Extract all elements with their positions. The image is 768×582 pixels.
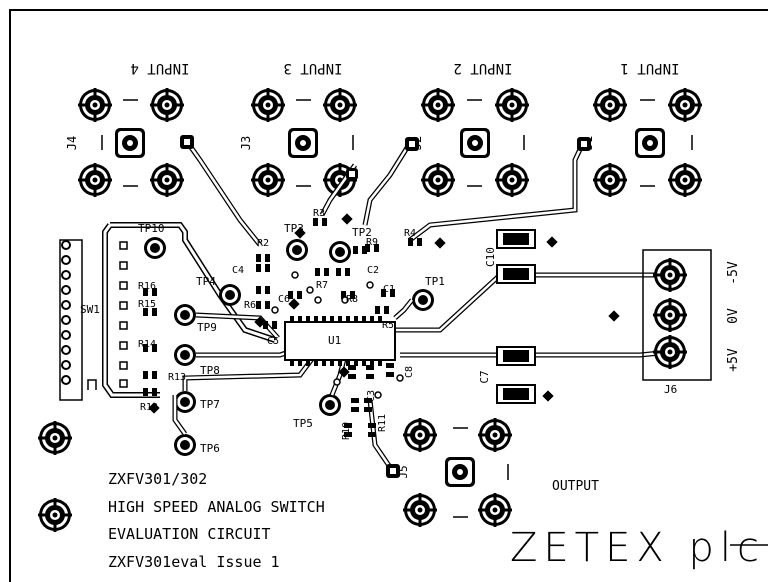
r6-label: R6 (244, 300, 256, 311)
u1-label: U1 (328, 334, 341, 347)
r5-label: R5 (382, 320, 394, 331)
c5-label: C5 (267, 336, 279, 347)
output-connector-j5: J5 OUTPUT (386, 418, 599, 527)
input-3-label: INPUT 3 (283, 60, 342, 76)
output-label: OUTPUT (552, 479, 599, 494)
c2-label: C2 (367, 265, 379, 276)
title-line-3: EVALUATION CIRCUIT (108, 525, 271, 543)
r16-label: R16 (138, 281, 156, 292)
mounting-holes (38, 421, 72, 532)
tp1-label: TP1 (425, 275, 445, 288)
tp8-label: TP8 (200, 364, 220, 377)
zero-v-label: 0V (726, 308, 741, 324)
capacitor-c10: C10 (484, 229, 536, 284)
r13-label: R13 (168, 372, 186, 383)
r7-label: R7 (316, 280, 328, 291)
r2-label: R2 (257, 238, 269, 249)
c10-label: C10 (484, 247, 497, 267)
tp4-label: TP4 (196, 275, 216, 288)
c6-label: C6 (278, 294, 290, 305)
r14-label: R14 (138, 339, 156, 350)
r3-label: R3 (313, 208, 325, 219)
tp7-label: TP7 (200, 398, 220, 411)
c3-label: C3 (366, 390, 377, 402)
input-2-label: INPUT 2 (453, 60, 512, 76)
r4-label: R4 (404, 228, 416, 239)
neg-5v-label: -5V (726, 261, 741, 285)
input-1-label: INPUT 1 (620, 60, 679, 76)
u1-ic: U1 (284, 316, 396, 366)
r9-label: R9 (366, 237, 378, 248)
r15-label: R15 (138, 299, 156, 310)
j6-power-connector: J6 -5V 0V +5V (642, 249, 741, 396)
title-line-2: HIGH SPEED ANALOG SWITCH (108, 498, 325, 516)
brand-logo: ZETEX plc (510, 525, 765, 571)
capacitor-c7: C7 (478, 346, 536, 404)
input-labels: INPUT 4 INPUT 3 INPUT 2 INPUT 1 (130, 60, 679, 76)
j5-label: J5 (397, 465, 410, 478)
r12-label: R12 (140, 402, 158, 413)
j3-label: J3 (239, 136, 253, 150)
c1-label: C1 (383, 284, 395, 295)
input-connectors (78, 88, 702, 197)
title-line-4: ZXFV301eval Issue 1 (108, 553, 280, 571)
sw1-label: SW1 (80, 303, 100, 316)
tp9-label: TP9 (197, 321, 217, 334)
r10-label: R10 (341, 422, 352, 440)
tp10-label: TP10 (138, 222, 165, 235)
c7-label: C7 (478, 370, 491, 383)
j4-label: J4 (65, 136, 79, 150)
j6-label: J6 (664, 383, 677, 396)
fiducial-marks (148, 213, 620, 414)
r11-label: R11 (377, 414, 388, 432)
c4-label: C4 (232, 265, 244, 276)
tp6-label: TP6 (200, 442, 220, 455)
r8-label: R8 (346, 294, 358, 305)
title-line-1: ZXFV301/302 (108, 470, 208, 488)
input-4-label: INPUT 4 (130, 60, 189, 76)
tp5-label: TP5 (293, 417, 313, 430)
sw1-switch: SW1 (59, 239, 100, 401)
c8-label: C8 (404, 366, 415, 378)
tp2-label: TP2 (352, 226, 372, 239)
pos-5v-label: +5V (726, 348, 741, 372)
